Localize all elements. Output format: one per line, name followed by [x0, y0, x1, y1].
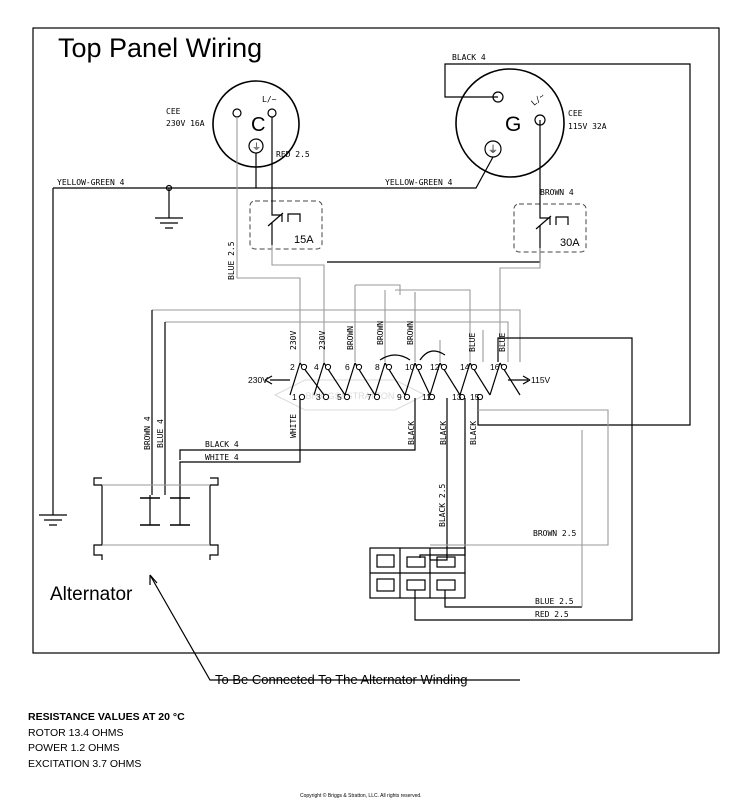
ground-icon: ⏚ — [252, 142, 261, 152]
label-brown-a: BROWN — [346, 326, 355, 350]
switch-230v-label: 230V — [248, 375, 268, 385]
switch-terminal-6 — [355, 363, 363, 371]
label-black4-top: BLACK 4 — [452, 53, 486, 62]
switch-terminal-label-4: 4 — [314, 362, 319, 372]
switch-terminal-label-15: 15 — [470, 392, 480, 402]
switch-terminal-label-5: 5 — [337, 392, 342, 402]
label-black-b: BLACK — [439, 421, 448, 445]
breaker-15a: 15A — [249, 200, 323, 250]
outlet-230v: C ⏚ L/~ CEE 230V 16A — [166, 80, 300, 168]
copyright: Copyright © Briggs & Stratton, LLC. All … — [300, 793, 422, 799]
breaker-30a-label: 30A — [560, 237, 580, 249]
callout-text: To Be Connected To The Alternator Windin… — [215, 672, 467, 687]
label-red25-top: RED 2.5 — [276, 150, 310, 159]
switch-terminal-label-16: 16 — [490, 362, 500, 372]
switch-terminal-label-10: 10 — [405, 362, 415, 372]
switch-terminal-label-8: 8 — [375, 362, 380, 372]
alternator-connector — [93, 477, 219, 560]
label-blue25-left: BLUE 2.5 — [227, 241, 236, 280]
outlet-230v-neutral-pin — [232, 108, 242, 118]
switch-terminal-16 — [500, 363, 508, 371]
switch-terminal-15 — [476, 393, 484, 401]
alternator-label: Alternator — [50, 584, 133, 605]
outlet-230v-type: CEE — [166, 107, 181, 116]
outlet-230v-center-letter: C — [251, 114, 265, 136]
label-230v-a: 230V — [289, 331, 298, 350]
switch-terminal-label-12: 12 — [430, 362, 440, 372]
label-yg4-left: YELLOW-GREEN 4 — [57, 178, 125, 187]
label-blue-a: BLUE — [468, 333, 477, 352]
label-230v-b: 230V — [318, 331, 327, 350]
switch-terminal-1 — [298, 393, 306, 401]
switch-terminal-9 — [403, 393, 411, 401]
resistance-rotor: ROTOR 13.4 OHMS — [28, 726, 124, 739]
switch-terminal-11 — [428, 393, 436, 401]
label-brown4-top: BROWN 4 — [540, 188, 574, 197]
outlet-230v-pin-label: L/~ — [262, 95, 277, 104]
switch-terminal-label-6: 6 — [345, 362, 350, 372]
switch-terminal-label-3: 3 — [316, 392, 321, 402]
label-white4-mid: WHITE 4 — [205, 453, 239, 462]
switch-terminal-5 — [343, 393, 351, 401]
outlet-115v-center-letter: G — [505, 113, 521, 136]
outlet-115v: G ⏚ L/~ CEE 115V 32A — [455, 68, 607, 178]
switch-terminal-label-13: 13 — [452, 392, 462, 402]
outlet-230v-live-pin — [267, 108, 277, 118]
label-white-v: WHITE — [289, 414, 298, 438]
switch-terminal-14 — [470, 363, 478, 371]
label-brown4-left: BROWN 4 — [143, 416, 152, 450]
label-brown25: BROWN 2.5 — [533, 529, 577, 538]
switch-terminal-10 — [415, 363, 423, 371]
switch-terminal-label-1: 1 — [292, 392, 297, 402]
outlet-115v-pin-label: L/~ — [530, 91, 547, 107]
label-blue-b: BLUE — [498, 333, 507, 352]
switch-terminal-4 — [324, 363, 332, 371]
label-brown-b: BROWN — [376, 321, 385, 345]
label-yg4-right: YELLOW-GREEN 4 — [385, 178, 453, 187]
outlet-115v-type: CEE — [568, 109, 583, 118]
switch-115v-label: 115V — [531, 375, 551, 385]
watermark-logo: BRIGGS&STRATTON — [273, 379, 427, 411]
outlet-115v-rating: 115V 32A — [568, 122, 607, 131]
switch-terminal-12 — [440, 363, 448, 371]
ground-icon: ⏚ — [488, 144, 498, 156]
label-black-a: BLACK — [407, 421, 416, 445]
switch-terminal-3 — [322, 393, 330, 401]
resistance-values: RESISTANCE VALUES AT 20 °C ROTOR 13.4 OH… — [28, 710, 185, 772]
label-blue4-left: BLUE 4 — [156, 419, 165, 448]
switch-terminal-8 — [385, 363, 393, 371]
label-red25: RED 2.5 — [535, 610, 569, 619]
switch-terminal-label-2: 2 — [290, 362, 295, 372]
label-blue25: BLUE 2.5 — [535, 597, 574, 606]
label-black-c: BLACK — [469, 421, 478, 445]
switch-terminal-label-11: 11 — [422, 392, 431, 402]
switch-terminal-2 — [300, 363, 308, 371]
resistance-power: POWER 1.2 OHMS — [28, 742, 120, 754]
switch-terminal-label-9: 9 — [397, 392, 402, 402]
outlet-230v-rating: 230V 16A — [166, 119, 205, 128]
wire-labels: BLACK 4 RED 2.5 YELLOW-GREEN 4 YELLOW-GR… — [57, 53, 577, 619]
switch-terminal-label-14: 14 — [460, 362, 470, 372]
switch-terminal-13 — [458, 393, 466, 401]
switch-terminal-label-7: 7 — [367, 392, 372, 402]
label-black4-mid: BLACK 4 — [205, 440, 239, 449]
wires — [39, 63, 691, 621]
terminal-block — [369, 547, 466, 599]
resistance-excitation: EXCITATION 3.7 OHMS — [28, 757, 142, 770]
diagram-title: Top Panel Wiring — [58, 33, 262, 63]
breaker-30a: 30A — [513, 203, 587, 253]
label-brown-c: BROWN — [406, 321, 415, 345]
diagram-frame — [32, 27, 720, 654]
label-black25-v: BLACK 2.5 — [438, 483, 447, 527]
breaker-15a-label: 15A — [294, 234, 314, 246]
resistance-heading: RESISTANCE VALUES AT 20 °C — [28, 711, 185, 723]
callout-leader — [149, 574, 520, 681]
switch-terminal-7 — [373, 393, 381, 401]
watermark-text: BRIGGS&STRATTON — [306, 391, 395, 401]
